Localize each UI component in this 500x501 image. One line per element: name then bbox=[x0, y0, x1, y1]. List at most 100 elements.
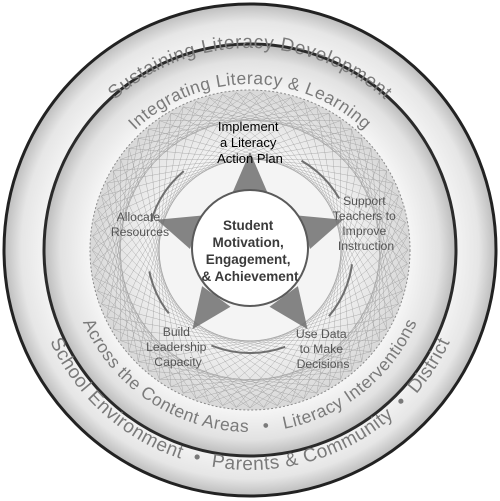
mesh-line bbox=[328, 222, 406, 387]
mesh-line bbox=[128, 328, 387, 352]
step-leadership-line-1: Build bbox=[163, 325, 190, 339]
mesh-line bbox=[316, 106, 362, 362]
cycle-arc bbox=[148, 271, 170, 315]
arrow-point bbox=[299, 215, 344, 249]
arrow-point bbox=[156, 215, 201, 249]
arrow-point bbox=[269, 286, 308, 330]
step-build-leadership: Build Leadership Capacity bbox=[146, 325, 210, 369]
mesh-line bbox=[94, 277, 330, 388]
mesh-line bbox=[290, 159, 380, 403]
step-support-line-1: Support bbox=[343, 194, 386, 208]
step-allocate-line-2: Resources bbox=[111, 225, 169, 239]
cycle-arc bbox=[328, 264, 353, 317]
mesh-line bbox=[170, 112, 406, 223]
arrow-point bbox=[232, 152, 268, 193]
mesh-line bbox=[101, 303, 352, 372]
cycle-arc bbox=[211, 344, 286, 354]
mesh-line bbox=[106, 92, 237, 317]
mesh-line bbox=[128, 101, 197, 352]
step-leadership-line-3: Capacity bbox=[154, 355, 202, 369]
step-allocate-line-1: Allocate bbox=[117, 210, 161, 224]
mesh-line bbox=[316, 236, 408, 394]
step-implement-line-1: Implement bbox=[218, 119, 279, 134]
mesh-line bbox=[208, 236, 408, 403]
step-data-line-1: Use Data bbox=[296, 327, 347, 341]
mesh-line bbox=[138, 316, 394, 362]
mesh-line bbox=[101, 91, 251, 305]
mesh-line bbox=[316, 138, 362, 394]
separator-bullet: • bbox=[191, 447, 203, 469]
mesh-line bbox=[328, 128, 352, 387]
mesh-line bbox=[112, 170, 223, 406]
center-line-3: Engagement, bbox=[206, 252, 291, 267]
mesh-line bbox=[249, 195, 399, 409]
center-circle bbox=[191, 189, 309, 307]
mesh-line bbox=[370, 148, 388, 330]
arrow-point bbox=[192, 286, 231, 330]
mesh-line bbox=[236, 92, 403, 292]
mesh-line bbox=[92, 236, 292, 403]
mesh-line bbox=[351, 195, 399, 372]
mesh-line bbox=[361, 138, 394, 317]
mesh-line bbox=[148, 128, 172, 387]
step-support-line-4: Instruction bbox=[338, 239, 394, 253]
mesh-line bbox=[208, 97, 408, 264]
step-support-teachers: Support Teachers to Improve Instruction bbox=[333, 194, 399, 253]
mesh-line bbox=[94, 222, 278, 406]
mesh-line bbox=[94, 94, 278, 278]
mesh-line bbox=[148, 113, 172, 372]
cycle-arcs bbox=[148, 159, 353, 354]
mesh-line bbox=[97, 208, 264, 408]
mesh-line bbox=[195, 101, 409, 251]
mesh-line bbox=[91, 101, 305, 251]
mesh-line bbox=[101, 195, 251, 409]
mesh-line bbox=[277, 94, 388, 330]
mesh-line bbox=[263, 92, 394, 317]
mesh-line bbox=[183, 106, 408, 237]
cycle-arc bbox=[300, 159, 341, 200]
cycle-arrows bbox=[156, 152, 344, 330]
mesh-line bbox=[222, 94, 406, 278]
step-use-data: Use Data to Make Decisions bbox=[296, 327, 350, 371]
mesh-line bbox=[148, 303, 399, 372]
mesh-line bbox=[159, 120, 403, 210]
mesh-line bbox=[113, 148, 372, 172]
mesh-line bbox=[106, 316, 362, 362]
mesh-line bbox=[361, 183, 394, 362]
mesh-line bbox=[277, 170, 388, 406]
step-support-line-3: Improve bbox=[342, 224, 386, 238]
step-leadership-line-2: Leadership bbox=[146, 340, 207, 354]
cycle-arc bbox=[150, 170, 185, 222]
mesh-line bbox=[92, 97, 292, 264]
mesh-line bbox=[370, 170, 388, 352]
mesh-line bbox=[263, 183, 394, 408]
mesh-line bbox=[106, 138, 362, 184]
step-data-line-2: to Make bbox=[300, 342, 344, 356]
separator-bullet: • bbox=[262, 415, 270, 436]
mesh-line bbox=[128, 148, 387, 172]
mesh-line bbox=[222, 222, 406, 406]
mesh-line bbox=[97, 290, 341, 380]
mesh-line bbox=[148, 128, 399, 197]
mesh-line bbox=[101, 128, 352, 197]
center-text: Student Motivation, Engagement, & Achiev… bbox=[201, 218, 299, 284]
mesh-line bbox=[120, 159, 210, 403]
mesh-line bbox=[303, 148, 372, 399]
mesh-line bbox=[340, 209, 403, 380]
step-support-line-2: Teachers to bbox=[333, 209, 396, 223]
mesh-line bbox=[128, 148, 197, 399]
mesh-line bbox=[97, 120, 341, 210]
mesh-line bbox=[106, 183, 237, 408]
mesh-line bbox=[351, 128, 399, 305]
center-line-1: Student bbox=[223, 218, 274, 233]
step-allocate-resources: Allocate Resources bbox=[111, 210, 169, 239]
mesh-line bbox=[94, 112, 330, 223]
mesh-line bbox=[92, 263, 317, 394]
mesh-line bbox=[249, 91, 399, 305]
mesh-line bbox=[170, 277, 406, 388]
mesh-line bbox=[236, 208, 403, 408]
mesh-line bbox=[97, 92, 264, 292]
mesh-line bbox=[92, 106, 317, 237]
step-implement-line-3: Action Plan bbox=[217, 151, 283, 166]
